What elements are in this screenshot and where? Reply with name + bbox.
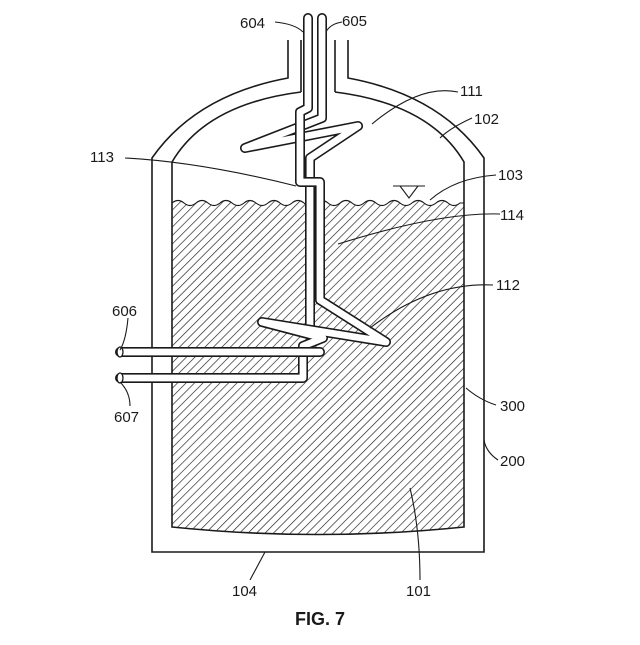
pipe-606-end [117, 347, 123, 357]
label-606: 606 [112, 303, 137, 320]
label-102: 102 [474, 111, 499, 128]
label-111: 111 [460, 83, 483, 100]
figure-caption: FIG. 7 [295, 609, 345, 629]
label-113: 113 [90, 149, 114, 166]
pipe-607-end [117, 373, 123, 383]
label-103: 103 [498, 167, 523, 184]
label-607: 607 [114, 409, 139, 426]
label-114: 114 [500, 207, 524, 224]
label-112: 112 [496, 277, 520, 294]
label-300: 300 [500, 398, 525, 415]
liquid-level-marker [393, 186, 425, 198]
label-604: 604 [240, 15, 265, 32]
label-104: 104 [232, 583, 257, 600]
label-101: 101 [406, 583, 431, 600]
label-605: 605 [342, 13, 367, 30]
label-200: 200 [500, 453, 525, 470]
